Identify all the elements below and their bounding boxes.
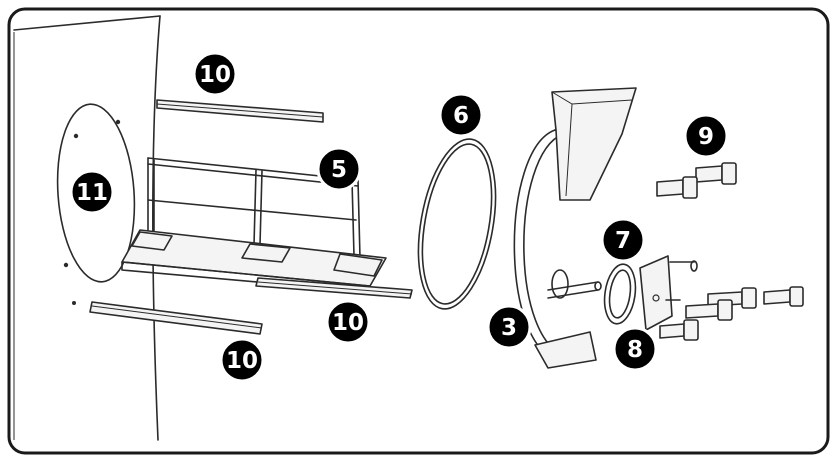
part-11-oval-gasket — [56, 103, 136, 305]
diagram-frame — [7, 7, 830, 455]
part-8-bracket — [639, 255, 698, 331]
part-5-frame — [121, 157, 387, 293]
bolt — [695, 162, 737, 185]
housing-panel — [13, 15, 161, 441]
callout-label: 10 — [332, 310, 364, 336]
part-7-small-ring — [603, 263, 637, 325]
part-10-top-rail — [156, 99, 324, 123]
callout-label: 6 — [453, 103, 469, 129]
bolt — [685, 299, 733, 321]
bolt — [656, 176, 698, 199]
callout-9: 9 — [683, 113, 729, 159]
callout-label: 7 — [615, 228, 631, 254]
callout-label: 8 — [627, 337, 643, 363]
callout-label: 10 — [226, 348, 258, 374]
callout-7: 7 — [600, 217, 646, 263]
bolt — [763, 286, 804, 307]
callout-6: 6 — [438, 92, 484, 138]
callout-label: 10 — [199, 62, 231, 88]
callout-8: 8 — [612, 326, 658, 372]
callout-3: 3 — [486, 304, 532, 350]
part-9-bolts — [656, 162, 804, 341]
callout-label: 9 — [698, 124, 714, 150]
callout-11: 11 — [69, 169, 115, 215]
bolt — [659, 319, 699, 341]
callout-label: 3 — [501, 315, 517, 341]
part-6-ring-gasket — [417, 138, 497, 310]
part-3-end-cover — [513, 87, 637, 369]
callout-label: 5 — [331, 157, 347, 183]
bolt — [707, 287, 757, 309]
callout-10-top: 10 — [192, 51, 238, 97]
callout-5: 5 — [316, 146, 362, 192]
part-10-bottom-rail — [89, 301, 263, 335]
part-10-middle-rail — [255, 277, 413, 299]
callout-10-middle: 10 — [325, 299, 371, 345]
callout-10-bottom: 10 — [219, 337, 265, 383]
callout-label: 11 — [76, 180, 108, 206]
